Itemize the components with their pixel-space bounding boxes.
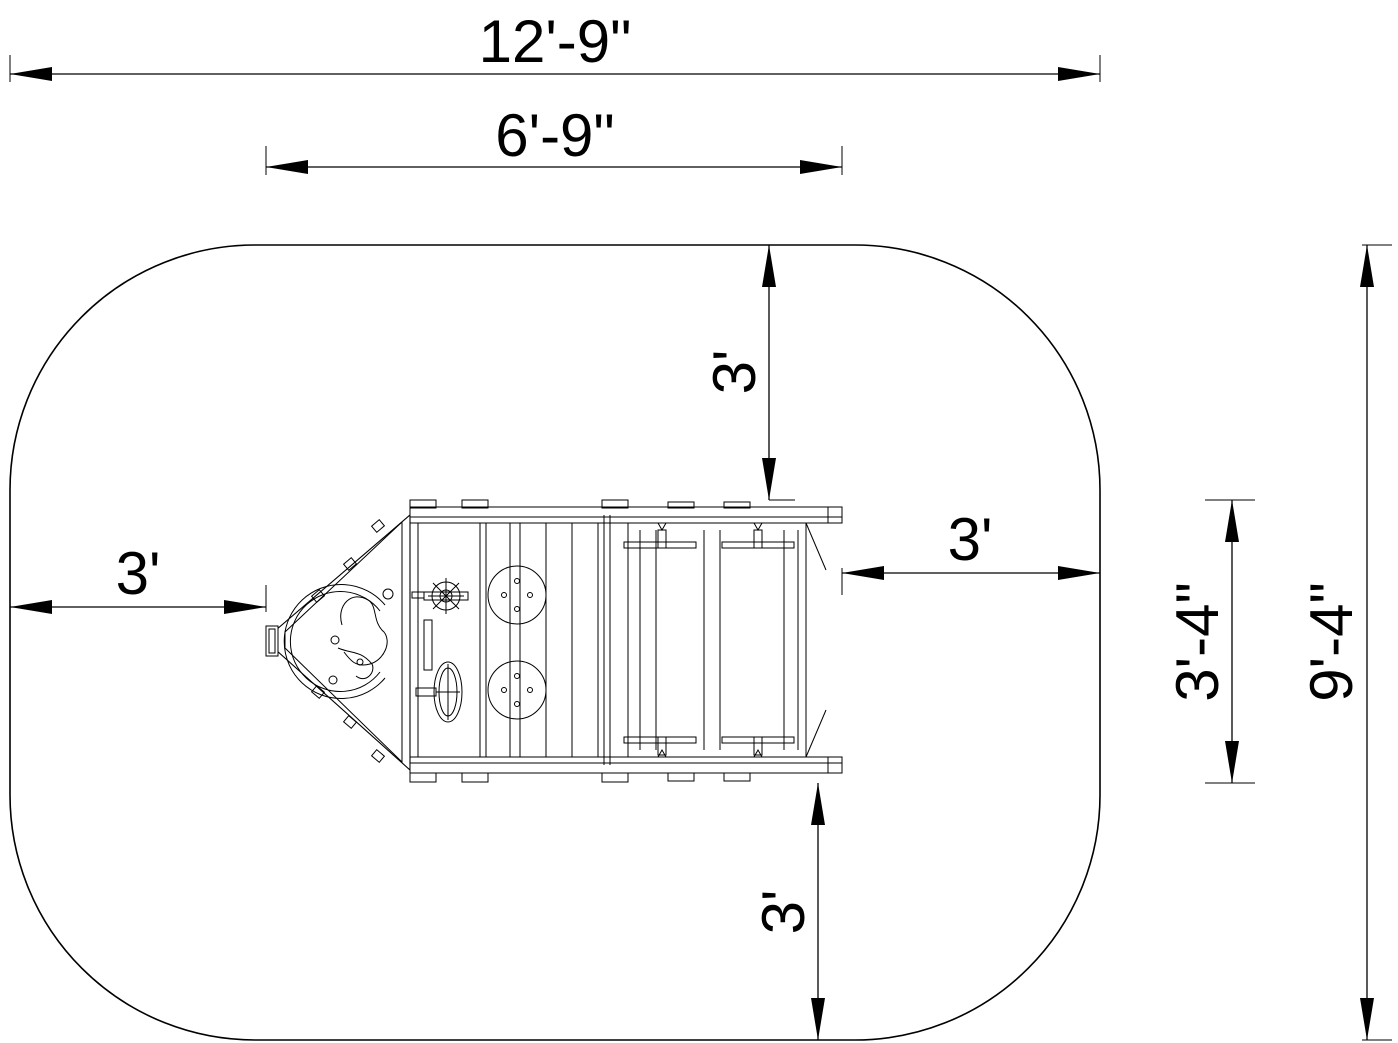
arrowhead-left (10, 600, 52, 614)
left-clearance-dimension: 3' (10, 540, 267, 614)
steering-wheel (415, 619, 463, 723)
right-clearance-dimension: 3' (841, 506, 1100, 595)
stool-bottom (487, 660, 547, 720)
bottom-clearance-dimension: 3' (750, 783, 825, 1040)
safety-zone-outline (9, 244, 1101, 1041)
equipment-width-label: 6'-9" (495, 102, 614, 169)
arrowhead-up (811, 783, 825, 825)
arrowhead-left (10, 67, 52, 81)
arrowhead-left (266, 160, 308, 174)
arrowhead-right (1058, 67, 1100, 81)
stool-top (487, 565, 547, 625)
arrowhead-right (224, 600, 266, 614)
side-rails (409, 499, 843, 783)
play-structure (265, 499, 843, 783)
top-clearance-label: 3' (701, 350, 768, 395)
arrowhead-up (1225, 500, 1239, 542)
ship-wheel (411, 578, 469, 614)
top-clearance-dimension: 3' (701, 245, 795, 501)
overall-depth-label: 9'-4" (1298, 582, 1365, 701)
overall-width-label: 12'-9" (479, 8, 632, 75)
stern-rungs (623, 522, 827, 758)
arrowhead-down (1360, 998, 1374, 1040)
arrowhead-down (1225, 741, 1239, 783)
globe-panel (283, 584, 394, 699)
equipment-depth-label: 3'-4" (1164, 582, 1231, 701)
left-clearance-label: 3' (116, 540, 161, 607)
arrowhead-right (800, 160, 842, 174)
arrowhead-down (811, 998, 825, 1040)
equipment-depth-dimension: 3'-4" (1164, 499, 1255, 784)
bow-section (265, 513, 411, 772)
deck-boards (409, 515, 611, 765)
right-clearance-label: 3' (948, 506, 993, 573)
bottom-clearance-label: 3' (750, 890, 817, 935)
arrowhead-down (762, 458, 776, 500)
arrowhead-left (842, 566, 884, 580)
arrowhead-up (1360, 245, 1374, 287)
overall-width-dimension: 12'-9" (9, 8, 1101, 82)
equipment-width-dimension: 6'-9" (265, 102, 843, 175)
overall-depth-dimension: 9'-4" (1298, 244, 1392, 1041)
arrowhead-up (762, 245, 776, 287)
arrowhead-right (1058, 566, 1100, 580)
